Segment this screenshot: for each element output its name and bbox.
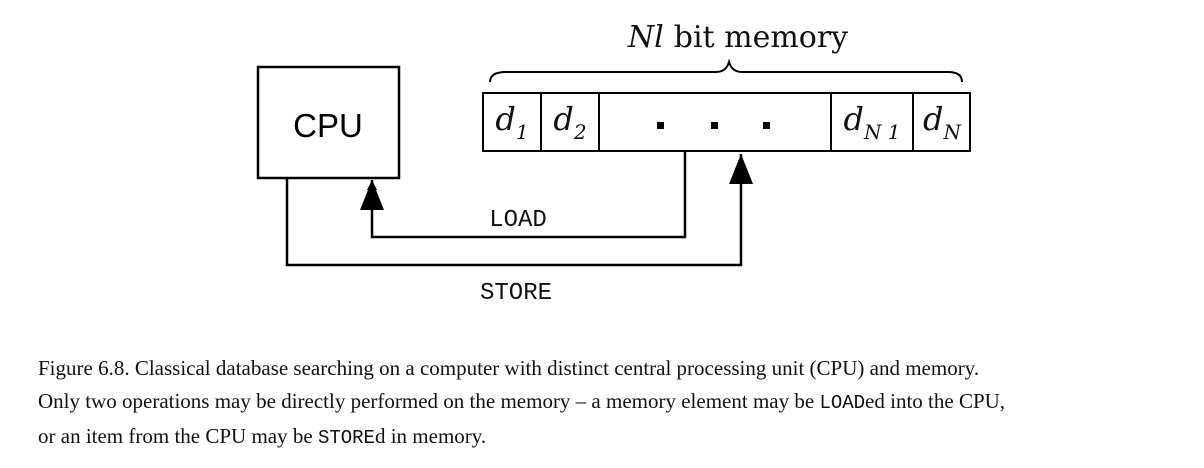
- memory-title-l: l: [654, 20, 664, 55]
- cell-d2: d2: [553, 100, 586, 144]
- cell-d1: d1: [495, 100, 528, 144]
- store-arrowhead: [729, 154, 753, 184]
- cpu-box: [256, 65, 401, 180]
- load-arrowhead: [360, 180, 384, 210]
- ellipsis-dot-2: [711, 122, 718, 129]
- caption-line-2: Only two operations may be directly perf…: [38, 389, 1006, 414]
- store-label: STORE: [480, 280, 552, 307]
- memory-title-n: N: [627, 20, 656, 55]
- memory-title: Nl bit memory: [627, 20, 848, 55]
- store-arrow: [285, 154, 743, 267]
- cell-dn: dN: [923, 100, 962, 144]
- memory-array: [482, 92, 971, 152]
- figure-caption: Figure 6.8. Classical database searching…: [38, 352, 1198, 455]
- memory-title-rest: bit memory: [674, 20, 848, 55]
- load-label: LOAD: [489, 207, 547, 234]
- caption-load-word: LOAD: [819, 392, 866, 414]
- caption-line-1: Figure 6.8. Classical database searching…: [38, 356, 980, 380]
- memory-brace: [489, 58, 963, 83]
- ellipsis-dot-3: [763, 122, 770, 129]
- caption-store-word: STORE: [317, 427, 375, 449]
- cpu-label: CPU: [293, 107, 363, 144]
- ellipsis-dot-1: [657, 122, 664, 129]
- cpu-memory-diagram: Nl bit memory CPU d1 d2 dN 1 dN LOAD STOR…: [256, 20, 971, 307]
- cell-dn-minus-1: dN 1: [843, 100, 900, 144]
- caption-line-3: or an item from the CPU may be STOREd in…: [38, 424, 487, 449]
